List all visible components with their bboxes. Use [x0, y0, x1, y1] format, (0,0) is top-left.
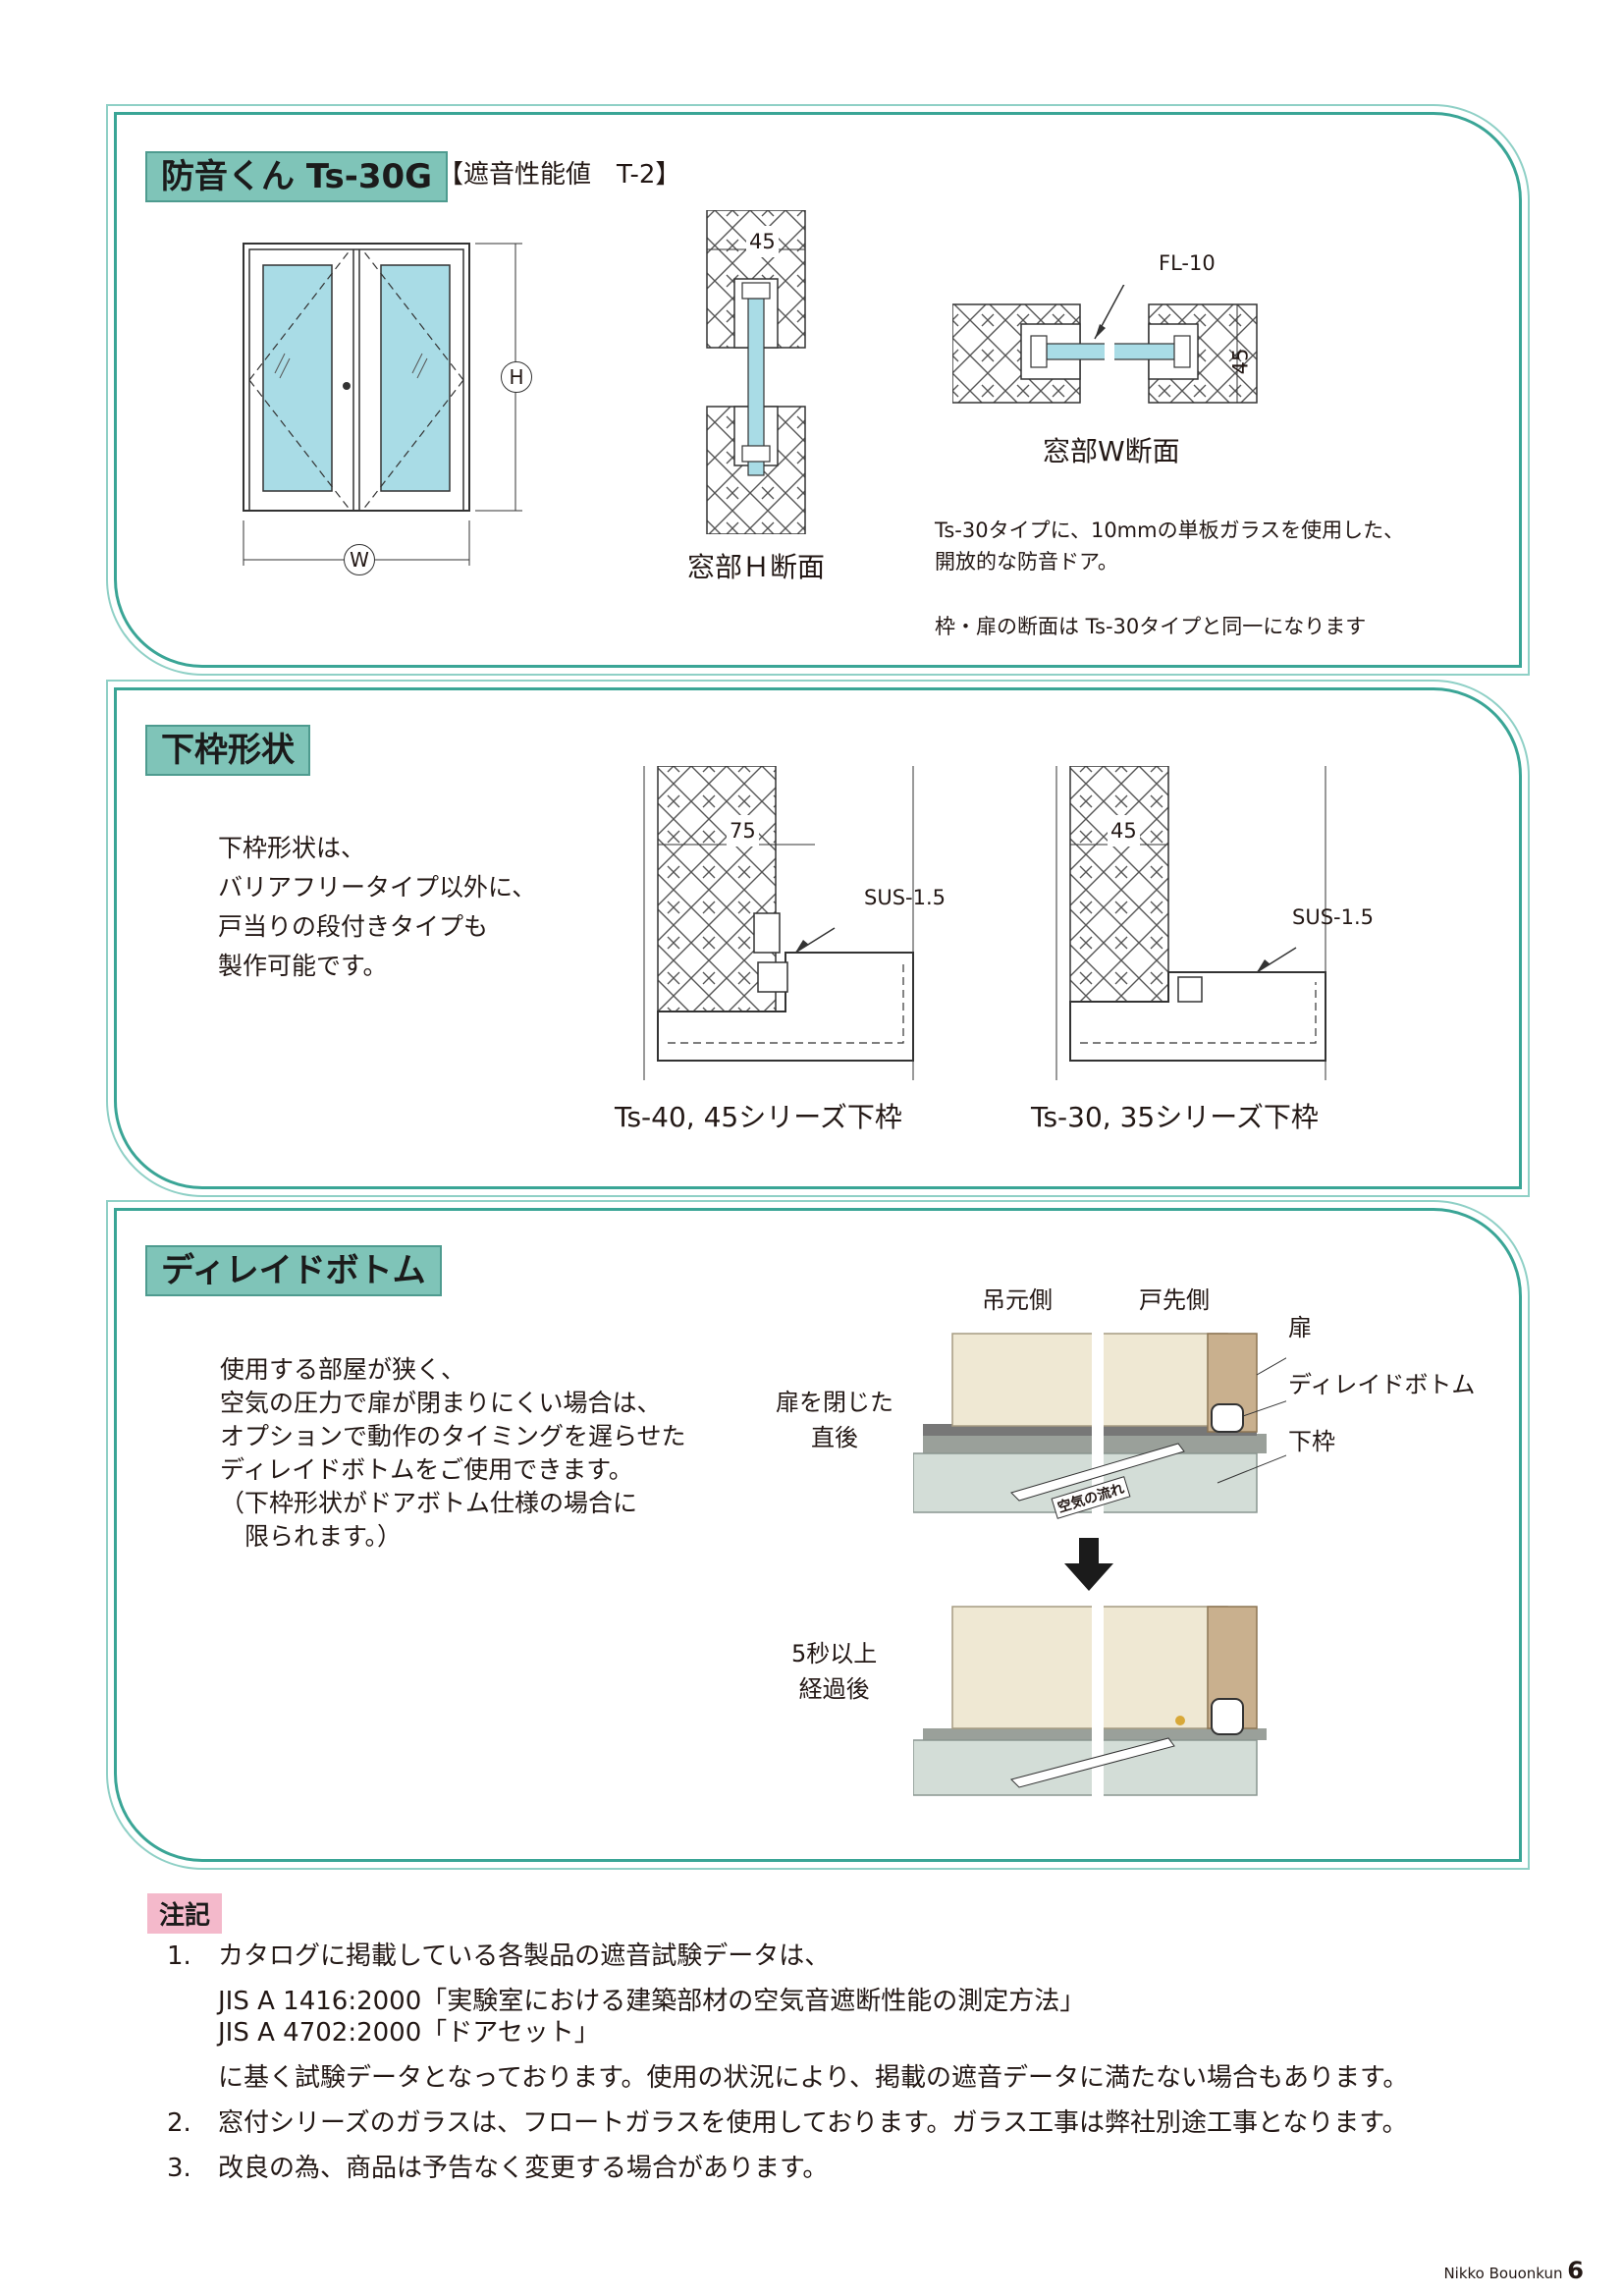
notes-title: 注記	[147, 1893, 223, 1934]
label-delayed-bottom: ディレイドボトム	[1288, 1371, 1476, 1398]
caption-ts30-35: Ts-30, 35シリーズ下枠	[1031, 1101, 1319, 1133]
ts30g-note: 枠・扉の断面は Ts-30タイプと同一になります	[935, 615, 1367, 638]
page-footer: Nikko Bouonkun 6	[1443, 2257, 1584, 2284]
label-bottom-frame: 下枠	[1288, 1428, 1335, 1455]
label-door: 扉	[1288, 1314, 1312, 1341]
dim-45-w: 45	[1228, 348, 1253, 375]
sus-label-right: SUS-1.5	[1292, 905, 1375, 929]
caption-ts40-45: Ts-40, 45シリーズ下枠	[615, 1101, 902, 1133]
delayed-bottom-description: 使用する部屋が狭く、 空気の圧力で扉が閉まりにくい場合は、 オプションで動作のタ…	[220, 1355, 686, 1551]
window-h-caption: 窓部Ｈ断面	[687, 551, 826, 583]
notes-list: 1.カタログに掲載している各製品の遮音試験データは、 JIS A 1416:20…	[167, 1937, 1408, 2188]
window-h-section-diagram	[706, 210, 806, 534]
dim-45-label-bottom: 45	[1108, 815, 1140, 847]
page-number: 6	[1567, 2257, 1584, 2284]
bottom-frame-ts40-diagram	[643, 766, 914, 1080]
note-item-line: JIS A 1416:2000「実験室における建築部材の空気音遮断性能の測定方法…	[218, 1987, 1086, 2016]
down-arrow-icon	[1064, 1538, 1113, 1591]
section-title-bottom-frame: 下枠形状	[145, 725, 310, 776]
door-elevation-diagram	[243, 243, 522, 566]
delayed-bottom-after-diagram	[913, 1603, 1267, 1799]
note-item: 1.カタログに掲載している各製品の遮音試験データは、	[167, 1941, 831, 1971]
panel-delayed-bottom	[114, 1208, 1522, 1862]
dimension-h-label: H	[501, 361, 532, 393]
section-title-ts30g: 防音くん Ts-30G	[145, 151, 449, 202]
section-title-delayed-bottom: ディレイドボトム	[145, 1245, 442, 1296]
panel-ts30g	[114, 112, 1522, 668]
bottom-frame-ts30-diagram	[1055, 766, 1326, 1080]
window-w-caption: 窓部W断面	[1043, 435, 1180, 467]
note-item: 3.改良の為、商品は予告なく変更する場合があります。	[167, 2154, 829, 2183]
note-item-line: に基く試験データとなっております。使用の状況により、掲載の遮音データに満たない場…	[218, 2063, 1409, 2093]
delayed-bottom-closed-diagram	[913, 1326, 1286, 1522]
sus-label-left: SUS-1.5	[864, 886, 947, 909]
ts30g-description: Ts-30タイプに、10mmの単板ガラスを使用した、 開放的な防音ドア。	[935, 519, 1405, 574]
note-item-line: JIS A 4702:2000「ドアセット」	[218, 2018, 600, 2048]
fl10-label: FL-10	[1159, 251, 1216, 275]
dim-75-label: 75	[727, 815, 759, 847]
label-after-5s: 5秒以上 経過後	[791, 1640, 878, 1703]
label-door-tip-side: 戸先側	[1139, 1286, 1210, 1314]
note-item: 2.窓付シリーズのガラスは、フロートガラスを使用しております。ガラス工事は弊社別…	[167, 2108, 1408, 2138]
label-after-close: 扉を閉じた 直後	[776, 1389, 893, 1451]
label-hinge-side: 吊元側	[982, 1286, 1053, 1314]
dim-45-h: 45	[746, 226, 779, 257]
dimension-w-label: W	[344, 544, 375, 575]
bottom-frame-description: 下枠形状は、 バリアフリータイプ以外に、 戸当りの段付きタイプも 製作可能です。	[218, 834, 537, 980]
window-w-section-diagram	[952, 285, 1258, 404]
footer-brand: Nikko Bouonkun	[1443, 2265, 1563, 2282]
spec-label: 【遮音性能値 T-2】	[438, 160, 681, 190]
